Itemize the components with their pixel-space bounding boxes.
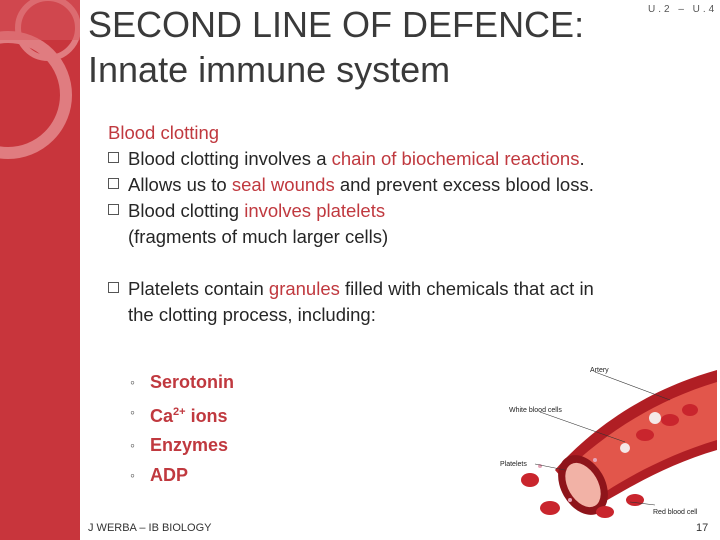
footer-author: J WERBA – IB BIOLOGY [88,522,212,534]
checkbox-bullet-icon [108,152,119,163]
label-red-blood-cell: Red blood cell [653,509,698,516]
bullet-3: Blood clotting involves platelets (fragm… [108,198,708,250]
title-line-1: SECOND LINE OF DEFENCE: [88,4,585,45]
title-line-2: Innate immune system [88,49,451,90]
label-platelets: Platelets [500,461,527,468]
list-item: ◦Ca2+ ions [130,398,234,432]
checkbox-bullet-icon [108,178,119,189]
circle-bullet-icon: ◦ [130,466,135,483]
circle-bullet-icon: ◦ [130,403,135,420]
decorative-sidebar [0,0,80,540]
slide-content: Blood clotting Blood clotting involves a… [108,120,708,328]
circle-bullet-icon: ◦ [130,374,135,390]
label-white-blood-cells: White blood cells [509,407,562,414]
list-item: ◦ADP [130,461,234,491]
highlight-text: seal wounds [231,174,335,195]
sidebar-circles-graphic [0,0,80,159]
bullet-1: Blood clotting involves a chain of bioch… [108,146,708,172]
list-item: ◦Enzymes [130,431,234,461]
highlight-text: chain of biochemical reactions [331,148,580,169]
list-item: ◦Serotonin [130,368,234,398]
bullet-2: Allows us to seal wounds and prevent exc… [108,172,708,198]
bullet-4: Platelets contain granules filled with c… [108,276,708,328]
checkbox-bullet-icon [108,204,119,215]
page-number: 17 [696,522,709,534]
circle-bullet-icon: ◦ [130,437,135,453]
chemical-list: ◦Serotonin ◦Ca2+ ions ◦Enzymes ◦ADP [130,368,234,490]
highlight-text: granules [268,278,340,299]
slide-title: SECOND LINE OF DEFENCE: Innate immune sy… [88,2,584,92]
artery-illustration: Artery White blood cells Platelets Red b… [500,367,717,518]
section-heading: Blood clotting [108,122,220,143]
syllabus-code: U.2 – U.4 [648,4,718,15]
label-artery: Artery [590,367,609,374]
checkbox-bullet-icon [108,282,119,293]
highlight-text: involves platelets [244,200,386,221]
